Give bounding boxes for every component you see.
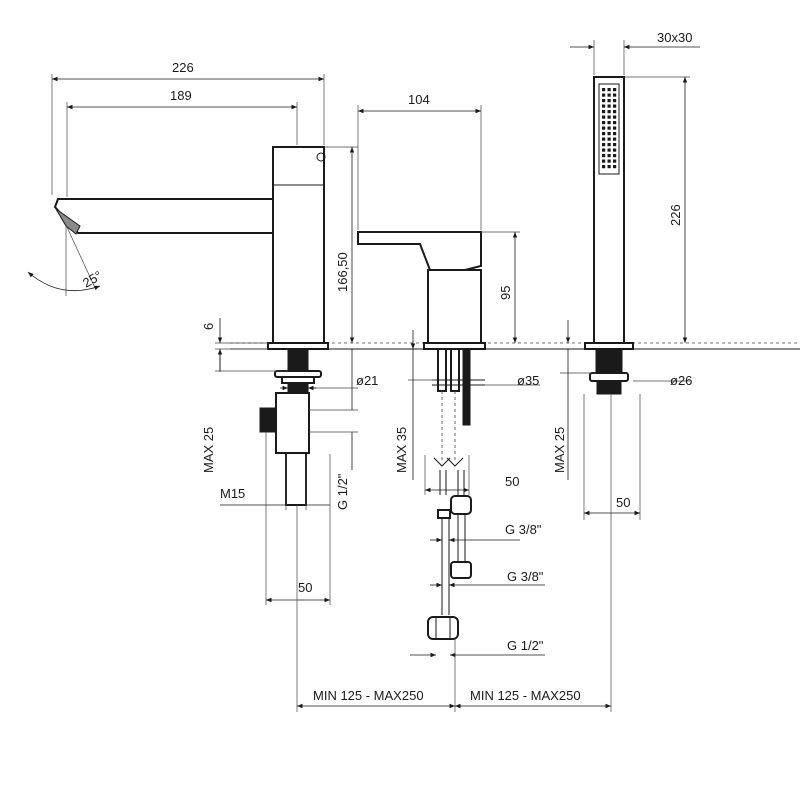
shower-nozzle	[607, 143, 611, 147]
shower-nozzle	[613, 159, 617, 163]
dimension-labels: 226 189 104 30x30 166,50 95 226 6 ø21 ø3…	[170, 30, 692, 703]
dimension-lines	[51, 40, 700, 712]
shower-nozzle	[602, 159, 606, 163]
spout-angle-label: 25°	[80, 268, 105, 291]
shower-nozzle	[602, 132, 606, 136]
label-mixer-length: 104	[408, 92, 430, 107]
label-shower-tail-length: 50	[616, 495, 630, 510]
shower-nozzle	[607, 121, 611, 125]
shower-nozzle	[607, 132, 611, 136]
label-mixer-tail-length: 50	[505, 474, 519, 489]
label-spout-thread: M15	[220, 486, 245, 501]
label-mixer-hose-thread-2: G 3/8"	[507, 569, 544, 584]
shower-nozzle	[613, 148, 617, 152]
label-spacing-right: MIN 125 - MAX250	[470, 688, 581, 703]
shower-nozzle	[613, 132, 617, 136]
shower-nozzle	[613, 88, 617, 92]
label-mixer-height: 95	[498, 286, 513, 300]
label-spout-hole-diameter: ø21	[356, 373, 378, 388]
shower-nozzle	[602, 104, 606, 108]
shower-nozzle	[602, 121, 606, 125]
shower-nozzle	[607, 93, 611, 97]
shower-nozzle	[613, 154, 617, 158]
hand-shower-assembly	[584, 76, 634, 395]
label-spacing-left: MIN 125 - MAX250	[313, 688, 424, 703]
mixer-assembly	[357, 231, 486, 640]
shower-nozzle	[602, 137, 606, 141]
shower-nozzle	[602, 148, 606, 152]
shower-nozzle	[602, 165, 606, 169]
shower-nozzle-grid	[602, 88, 617, 169]
shower-nozzle	[607, 165, 611, 169]
shower-nozzle	[613, 126, 617, 130]
shower-nozzle	[602, 110, 606, 114]
label-shower-length: 226	[668, 204, 683, 226]
shower-nozzle	[607, 99, 611, 103]
shower-nozzle	[607, 104, 611, 108]
shower-nozzle	[602, 126, 606, 130]
label-spout-length-reach: 189	[170, 88, 192, 103]
shower-nozzle	[607, 115, 611, 119]
shower-nozzle	[613, 143, 617, 147]
label-spout-tail-length: 50	[298, 580, 312, 595]
shower-nozzle	[607, 159, 611, 163]
spout-angle-indicator: 25°	[27, 224, 105, 296]
shower-nozzle	[602, 93, 606, 97]
shower-nozzle	[607, 110, 611, 114]
shower-nozzle	[613, 165, 617, 169]
shower-nozzle	[613, 99, 617, 103]
shower-nozzle	[613, 137, 617, 141]
shower-nozzle	[607, 154, 611, 158]
shower-nozzle	[607, 126, 611, 130]
label-shower-hole-diameter: ø26	[670, 373, 692, 388]
shower-nozzle	[602, 154, 606, 158]
shower-nozzle	[602, 99, 606, 103]
shower-nozzle	[613, 93, 617, 97]
shower-nozzle	[613, 121, 617, 125]
shower-nozzle	[613, 104, 617, 108]
label-shower-section: 30x30	[657, 30, 692, 45]
label-spout-length-total: 226	[172, 60, 194, 75]
shower-nozzle	[607, 88, 611, 92]
label-spout-connection: G 1/2"	[335, 473, 350, 510]
label-spout-deck-max: MAX 25	[201, 427, 216, 473]
label-shower-deck-max: MAX 25	[552, 427, 567, 473]
shower-nozzle	[607, 137, 611, 141]
label-mixer-deck-max: MAX 35	[394, 427, 409, 473]
shower-nozzle	[602, 143, 606, 147]
shower-nozzle	[602, 88, 606, 92]
shower-nozzle	[613, 115, 617, 119]
label-mixer-hose-connection: G 1/2"	[507, 638, 544, 653]
label-mixer-hole-diameter: ø35	[517, 373, 539, 388]
shower-nozzle	[602, 115, 606, 119]
spout-assembly	[53, 146, 329, 506]
label-mixer-hose-thread-1: G 3/8"	[505, 522, 542, 537]
shower-nozzle	[613, 110, 617, 114]
shower-nozzle	[607, 148, 611, 152]
label-deck-thickness: 6	[201, 323, 216, 330]
label-spout-height: 166,50	[335, 252, 350, 292]
